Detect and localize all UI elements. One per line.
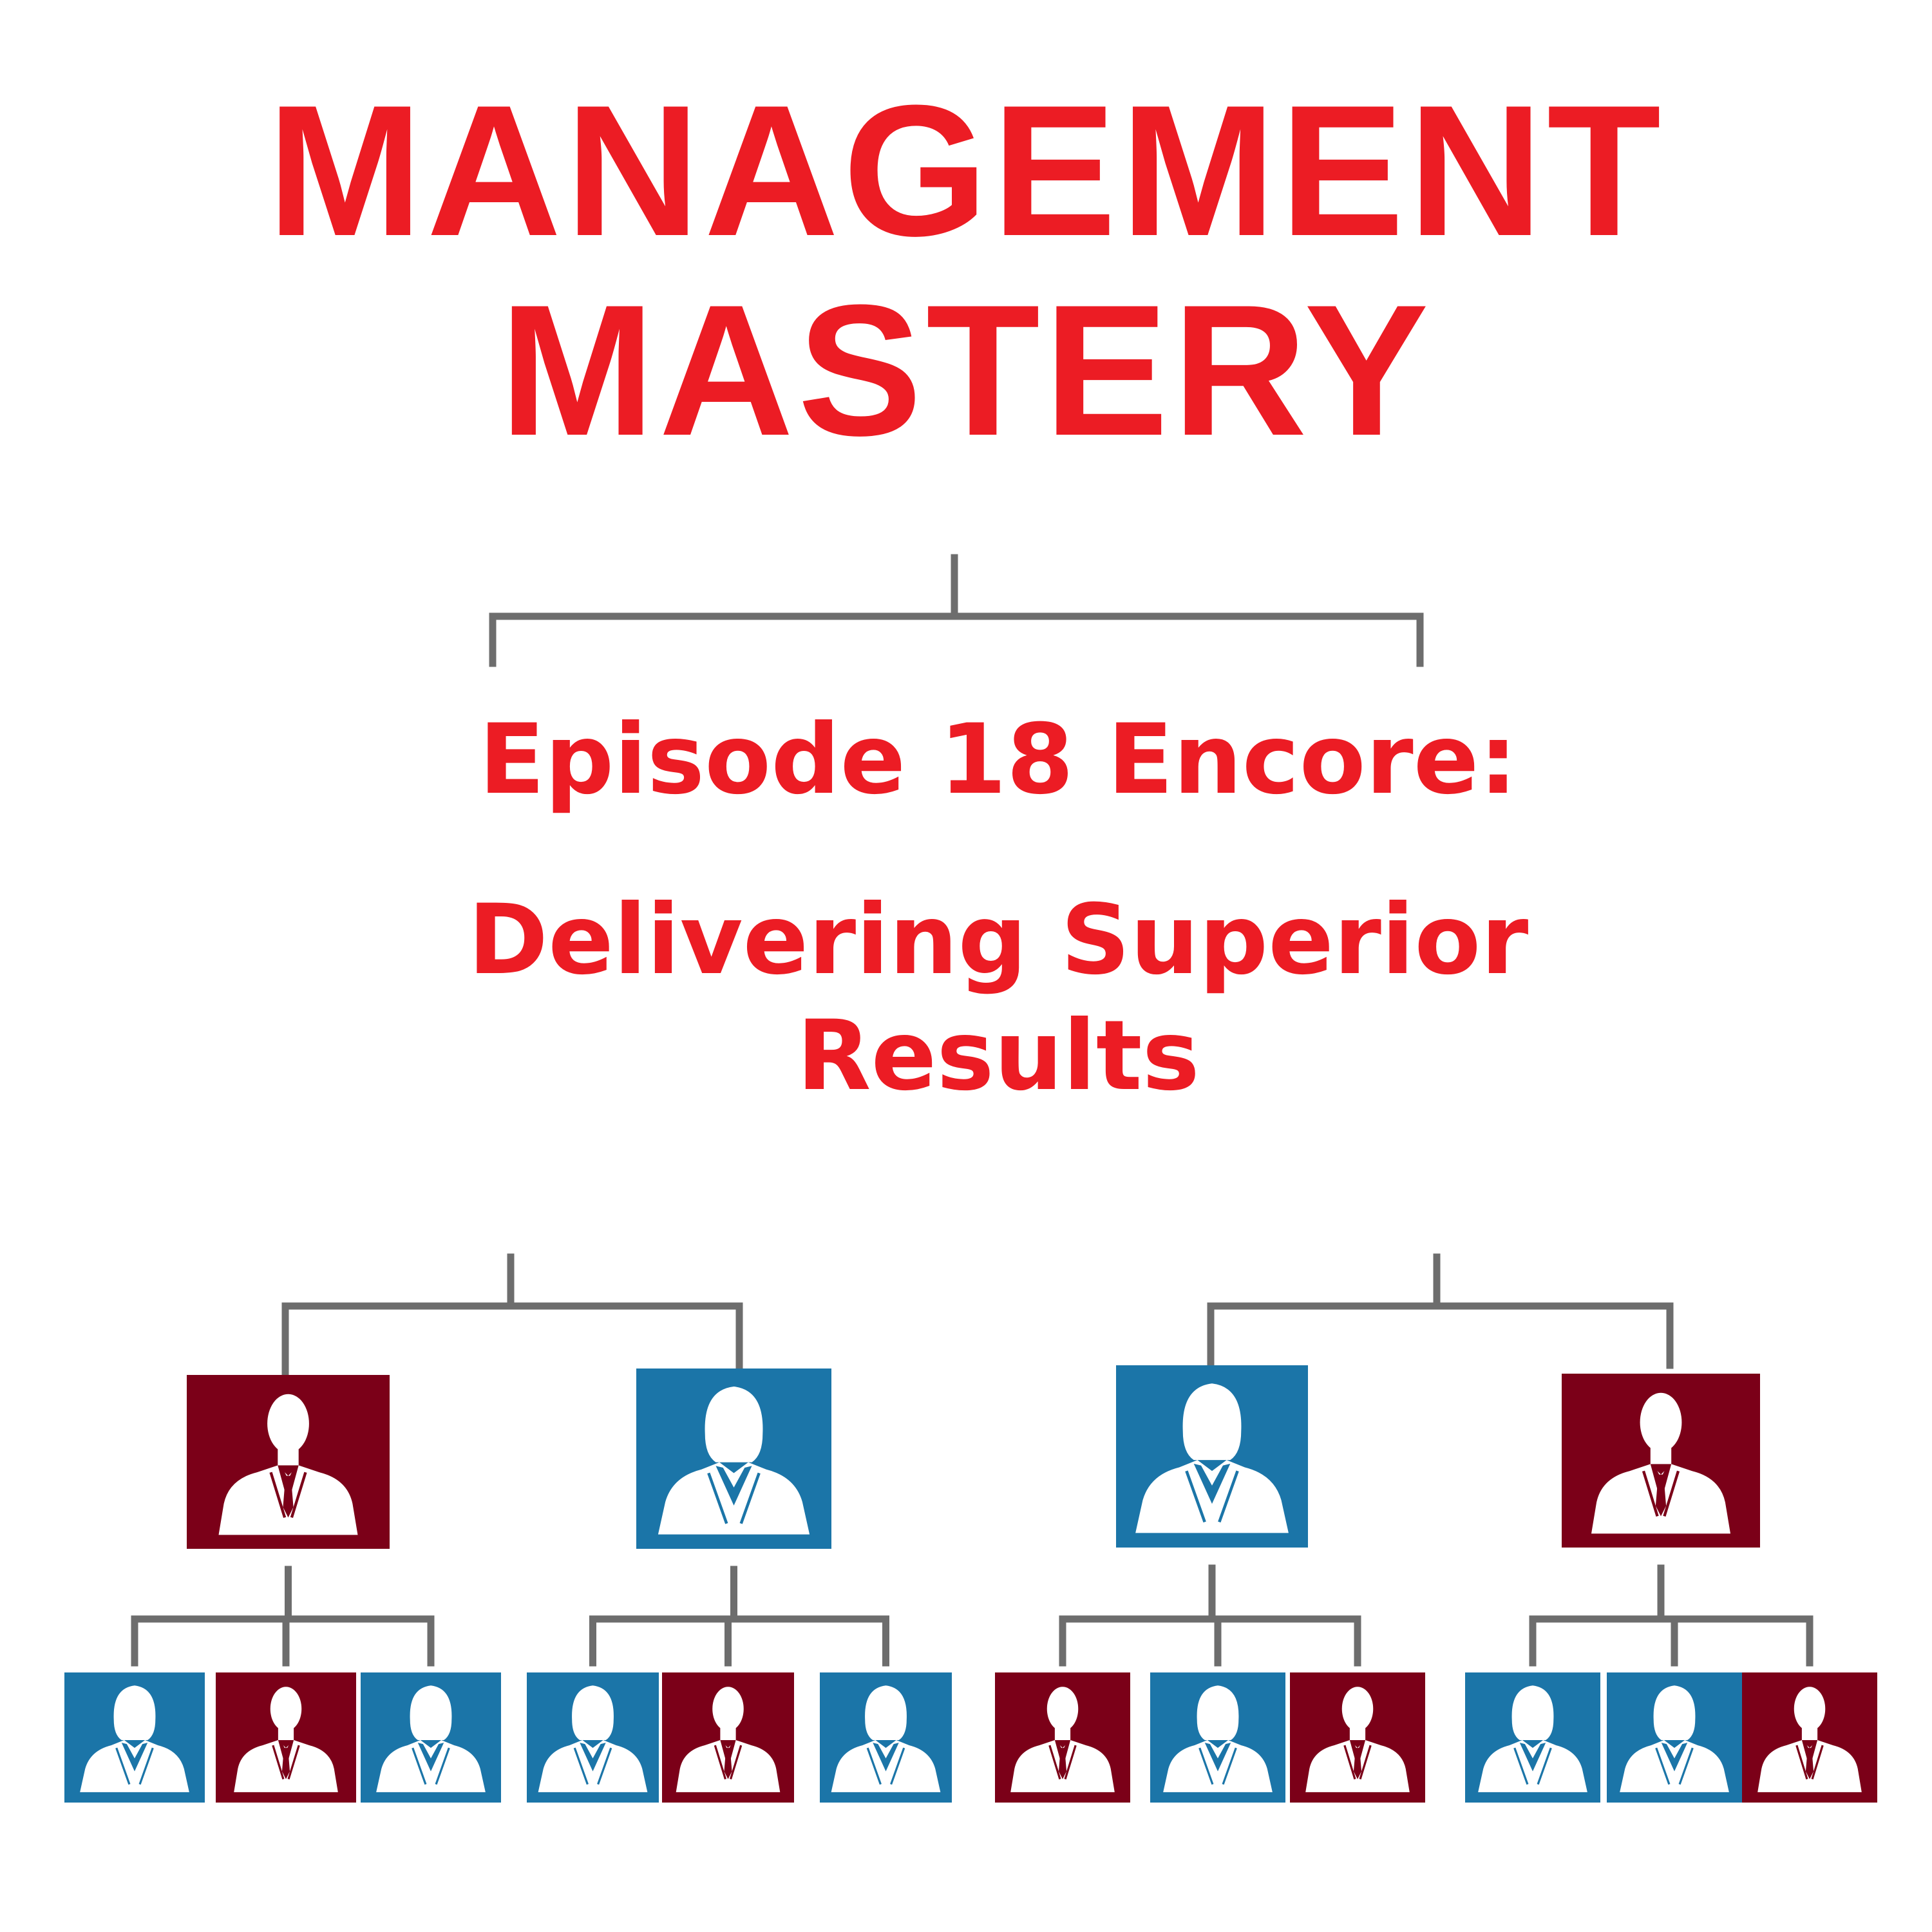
businessman-icon (1010, 1687, 1115, 1792)
report-tile-4-3 (1742, 1672, 1877, 1803)
businessman-icon (676, 1687, 781, 1792)
businessman-icon (1757, 1687, 1862, 1792)
org-chart-connectors (131, 554, 1814, 1667)
businessman-icon (234, 1687, 338, 1792)
episode-label: Episode 18 Encore: (478, 704, 1518, 816)
businessman-icon (1305, 1687, 1410, 1792)
manager-tile-4 (1562, 1374, 1760, 1548)
report-tile-2-1 (527, 1672, 659, 1803)
report-tile-2-3 (820, 1672, 952, 1803)
manager-tile-1 (187, 1375, 390, 1549)
businesswoman-icon (538, 1685, 648, 1792)
report-tile-1-3 (361, 1672, 501, 1803)
businessman-icon (218, 1394, 358, 1535)
report-tile-3-3 (1290, 1672, 1425, 1803)
businesswoman-icon (80, 1685, 189, 1792)
report-tile-1-1 (64, 1672, 205, 1803)
episode-title-line-2: Results (797, 1000, 1200, 1112)
businessman-icon (1591, 1392, 1730, 1534)
report-tile-1-2 (216, 1672, 356, 1803)
report-tile-4-2 (1607, 1672, 1742, 1803)
businesswoman-icon (376, 1685, 486, 1792)
businesswoman-icon (1620, 1685, 1729, 1792)
title-line-1: MANAGEMENT (267, 66, 1665, 275)
episode-title-line-1: Delivering Superior (468, 884, 1529, 996)
report-tile-2-2 (662, 1672, 794, 1803)
report-tile-3-2 (1150, 1672, 1285, 1803)
manager-tile-3 (1116, 1365, 1308, 1548)
manager-tile-2 (636, 1368, 831, 1549)
businesswoman-icon (658, 1387, 810, 1535)
businesswoman-icon (1478, 1685, 1587, 1792)
report-tile-3-1 (995, 1672, 1130, 1803)
org-chart-tiles (64, 1365, 1877, 1803)
report-tile-4-1 (1465, 1672, 1600, 1803)
businesswoman-icon (1163, 1685, 1273, 1792)
title-line-2: MASTERY (499, 266, 1433, 475)
businesswoman-icon (1135, 1383, 1289, 1533)
businesswoman-icon (831, 1685, 941, 1792)
